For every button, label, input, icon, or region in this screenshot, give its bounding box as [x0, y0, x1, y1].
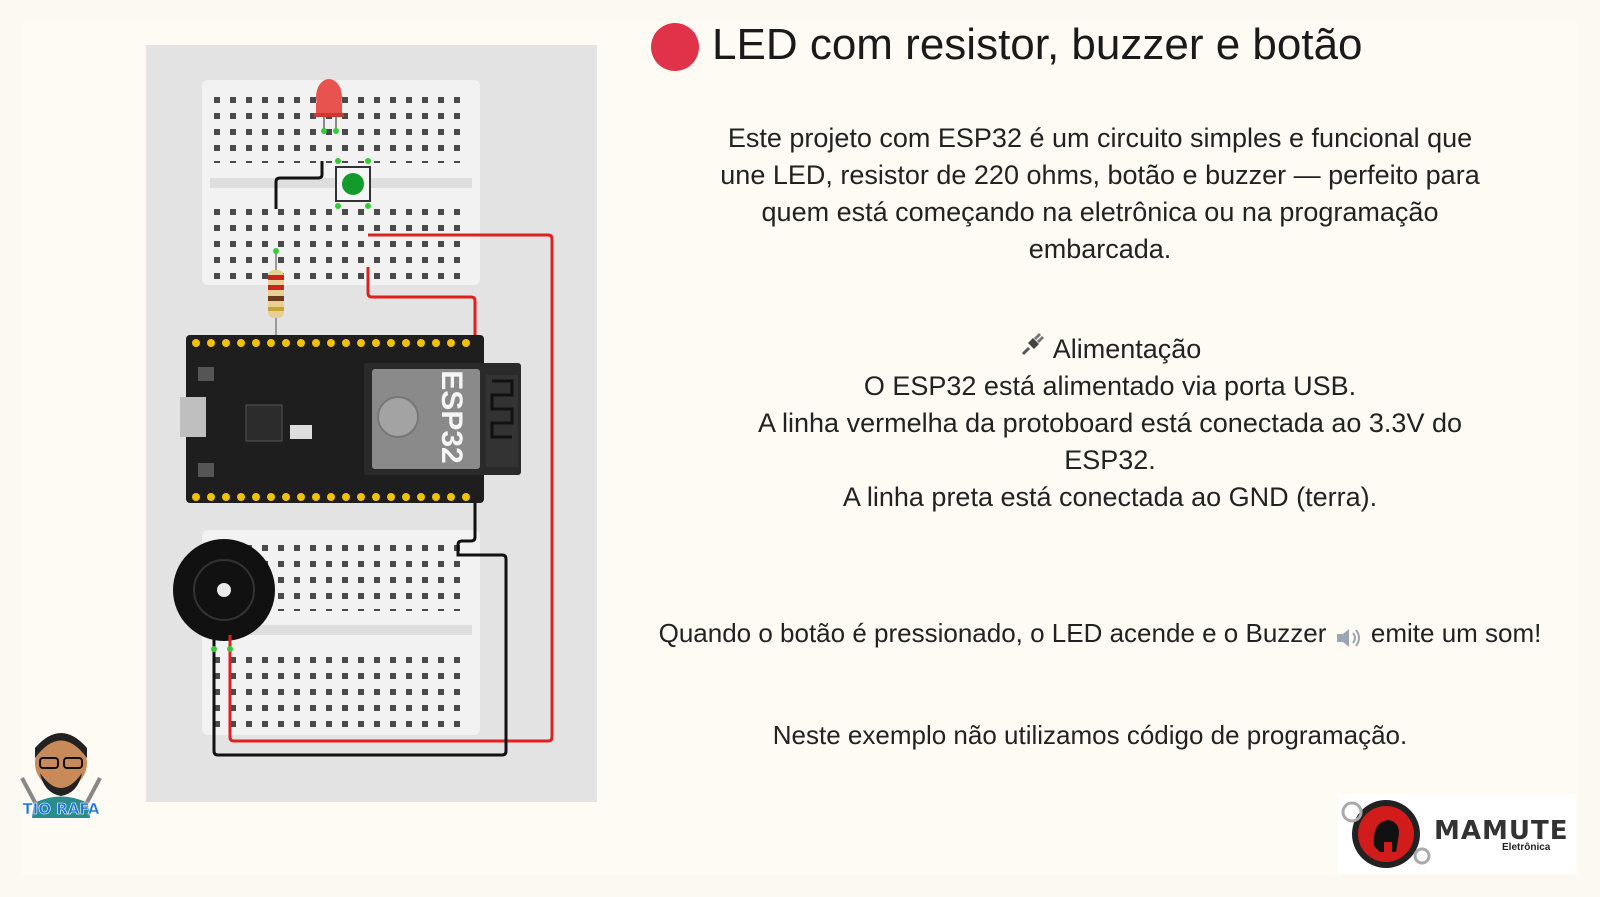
- power-line: A linha preta está conectada ao GND (ter…: [842, 482, 1378, 512]
- action-text-part2: emite um som!: [1370, 618, 1542, 648]
- esp32-label: ESP32: [435, 370, 468, 463]
- resistor: [268, 248, 284, 335]
- note-text: Neste exemplo não utilizamos código de p…: [772, 720, 1408, 750]
- led: [314, 79, 344, 134]
- action-text-part1: Quando o botão é pressionado, o LED acen…: [658, 618, 1327, 648]
- power-line: O ESP32 está alimentado via porta USB.: [863, 371, 1357, 401]
- power-heading: Alimentação: [1052, 334, 1202, 364]
- description-text: Este projeto com ESP32 é um circuito sim…: [720, 123, 1480, 264]
- circuit-diagram: ESP32: [146, 45, 597, 802]
- title-bullet: [651, 23, 699, 71]
- buzzer: [173, 539, 275, 652]
- pushbutton: [335, 158, 371, 209]
- mamute-logo: MAMUTE Eletrônica: [1338, 794, 1576, 874]
- page-title: LED com resistor, buzzer e botão: [712, 20, 1363, 69]
- power-line: A linha vermelha da protoboard está cone…: [758, 408, 1462, 475]
- plug-icon: [1019, 330, 1047, 368]
- speaker-icon: [1334, 623, 1364, 648]
- svg-text:TIO RAFA: TIO RAFA: [22, 800, 99, 818]
- esp32-board: ESP32: [180, 335, 521, 503]
- action-text: Quando o botão é pressionado, o LED acen…: [600, 615, 1600, 652]
- power-section: Alimentação O ESP32 está alimentado via …: [740, 330, 1480, 516]
- tio-rafa-logo: TIO RAFA: [18, 718, 104, 833]
